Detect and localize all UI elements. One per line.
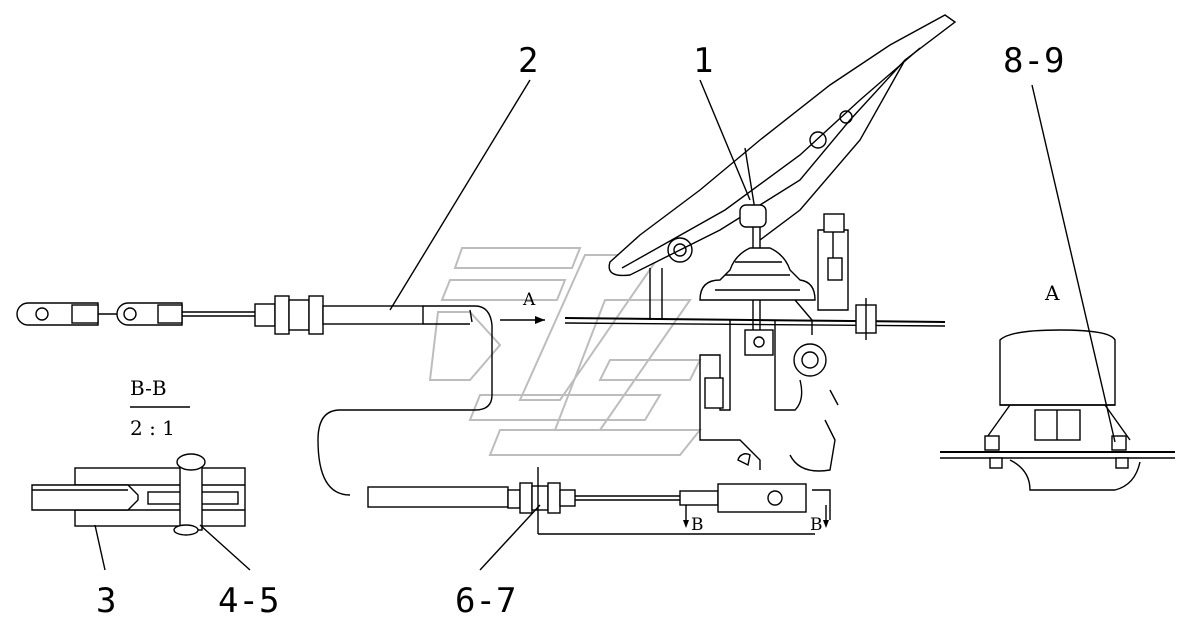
watermark-logo: [428, 247, 703, 456]
callout-4-5: 4-5: [218, 581, 279, 621]
section-mark-left: B: [691, 515, 704, 535]
cable-loop: [317, 325, 493, 496]
section-mark-right: B: [810, 515, 823, 535]
section-b-b-detail: B-B 2 : 1: [31, 376, 246, 536]
arrow-a-label: A: [522, 290, 536, 310]
callout-labels: 2 1 8-9 3 4-5 6-7: [96, 41, 1064, 621]
section-scale: 2 : 1: [130, 416, 175, 440]
cable-assembly-lower: [367, 467, 831, 535]
view-arrow-a: A: [500, 290, 545, 324]
callout-2: 2: [518, 41, 538, 81]
pedal-mechanism: [564, 14, 957, 472]
view-a-label: A: [1044, 281, 1060, 305]
callout-3: 3: [96, 581, 116, 621]
callout-8-9: 8-9: [1003, 41, 1064, 81]
callout-1: 1: [693, 41, 713, 81]
leader-lines: [94, 79, 1116, 571]
callout-6-7: 6-7: [455, 581, 516, 621]
view-a-detail: A: [940, 281, 1175, 491]
cable-assembly-left: [16, 295, 493, 335]
section-name: B-B: [130, 376, 167, 400]
section-marks: B B: [683, 505, 829, 535]
